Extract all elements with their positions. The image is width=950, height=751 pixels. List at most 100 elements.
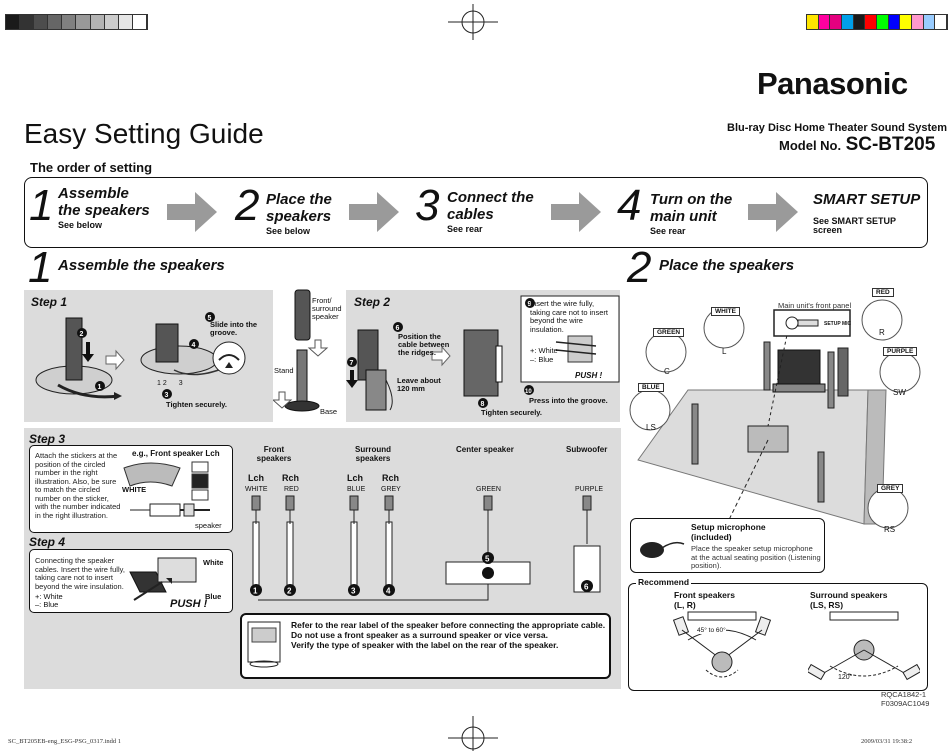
order-heading: The order of setting	[30, 160, 153, 175]
svg-text:1: 1	[253, 587, 258, 596]
color-swatch-4	[853, 15, 866, 29]
center-speaker-heading: Center speaker	[456, 445, 514, 454]
order-step-smart-setup-title: SMART SETUP	[813, 191, 921, 208]
registration-mark-bottom	[448, 716, 498, 751]
color-label-grey: GREY	[381, 486, 401, 493]
color-label-green: GREEN	[476, 486, 501, 493]
step2-push-text: PUSH !	[575, 371, 603, 380]
room-layout-illustration	[629, 299, 921, 531]
svg-text:9: 9	[528, 301, 532, 308]
room-tag-blue-ch: LS	[646, 423, 656, 432]
svg-text:10: 10	[525, 389, 532, 395]
grayscale-bar	[5, 14, 148, 30]
room-tag-grey: GREY	[877, 484, 904, 493]
microphone-icon	[640, 541, 685, 558]
room-tag-purple-ch: SW	[893, 388, 906, 397]
svg-text:3: 3	[351, 587, 356, 596]
order-step-smart-setup-sub2: screen	[813, 225, 843, 235]
color-bar	[806, 14, 948, 30]
step2-insert-text: Insert the wire fully, taking care not t…	[530, 299, 608, 334]
gray-swatch-7	[104, 15, 119, 29]
step2-position-text: Position the cable between the ridges.	[398, 332, 450, 357]
document-code-2: F0309AC1049	[881, 699, 930, 708]
stand-label: Stand	[274, 366, 294, 375]
step1-tighten-text: Tighten securely.	[166, 400, 227, 409]
order-step-4-title-line2: main unit	[650, 208, 717, 225]
color-swatch-9	[912, 15, 924, 29]
step4-terminal-illustration	[129, 557, 197, 601]
surround-rch: Rch	[382, 473, 400, 483]
step4-box	[29, 549, 233, 613]
color-swatch-0	[807, 15, 819, 29]
step2-plus-text: +: White	[530, 346, 558, 355]
step4-blue-label: Blue	[205, 592, 222, 601]
step4-plus-text: +: White	[35, 592, 63, 601]
step2-label: Step 2	[354, 295, 391, 309]
front-lch: Lch	[248, 473, 265, 483]
room-tag-red-ch: R	[879, 328, 885, 337]
order-step-2-number: 2	[235, 181, 260, 230]
order-step-2-title-line2: speakers	[266, 208, 332, 225]
color-swatch-11	[935, 15, 948, 29]
gray-swatch-0	[6, 15, 21, 29]
front-speakers-heading: Front speakers	[256, 445, 292, 463]
order-step-1-number: 1	[29, 181, 54, 230]
order-step-1-title-line1: Assemble	[58, 185, 129, 202]
section-1-number: 1	[28, 243, 53, 292]
recommend-surround-ch: (LS, RS)	[810, 600, 844, 610]
step3-speaker-label: speaker	[195, 521, 222, 530]
color-swatch-10	[923, 15, 936, 29]
model-number: Model No. SC-BT205	[779, 134, 935, 156]
step4-label: Step 4	[29, 535, 66, 549]
step1-small-numbers: 1 2 3	[157, 380, 183, 387]
color-swatch-1	[818, 15, 831, 29]
order-step-1-sub: See below	[58, 220, 103, 230]
recommend-front-ch: (L, R)	[674, 600, 696, 610]
recommend-front-diagram	[672, 611, 772, 678]
svg-text:3: 3	[165, 392, 169, 399]
step1-num-3: 3	[178, 380, 183, 387]
step4-text: Connecting the speaker cables. Insert th…	[35, 556, 125, 591]
surround-speakers-heading: Surround speakers	[355, 445, 391, 463]
svg-text:5: 5	[485, 555, 490, 564]
note-line-2: Do not use a front speaker as a surround…	[291, 630, 548, 640]
order-step-3-number: 3	[415, 181, 440, 230]
speaker-columns-illustration: 1 2 3 4 5 6	[250, 495, 601, 601]
step1-num-1: 1	[157, 380, 161, 387]
color-swatch-3	[842, 15, 854, 29]
gray-swatch-6	[90, 15, 105, 29]
step3-text: Attach the stickers at the position of t…	[35, 451, 121, 520]
order-step-4-number: 4	[617, 181, 642, 230]
step4-white-label: White	[203, 558, 224, 567]
main-panel-label: Main unit's front panel	[778, 301, 852, 310]
note-line-3: Verify the type of speaker with the labe…	[291, 640, 559, 650]
gray-swatch-5	[76, 15, 91, 29]
svg-text:1: 1	[98, 384, 102, 391]
base-label: Base	[320, 407, 338, 416]
recommend-front-title: Front speakers	[674, 590, 735, 600]
gray-swatch-2	[34, 15, 49, 29]
step3-white-label: WHITE	[122, 485, 147, 494]
step2-press-text: Press into the groove.	[529, 396, 608, 405]
note-box	[240, 613, 611, 679]
registration-mark-top	[448, 4, 498, 40]
footer-file: SC_BT205EB-eng_ESG-PSG_0317.indd 1	[8, 738, 122, 745]
order-step-3-sub: See rear	[447, 224, 483, 234]
step2-illustration: 6 7 8 9 10	[346, 295, 620, 411]
room-tag-green-ch: C	[664, 367, 670, 376]
color-swatch-8	[900, 15, 913, 29]
room-tag-red: RED	[872, 288, 894, 297]
recommend-surround-diagram	[808, 611, 920, 681]
color-swatch-7	[888, 15, 901, 29]
room-tag-white-ch: L	[722, 347, 727, 356]
color-label-white: WHITE	[245, 486, 268, 493]
subwoofer-heading: Subwoofer	[566, 445, 608, 454]
setup-mic-label: SETUP MIC	[824, 321, 852, 327]
gray-swatch-3	[48, 15, 63, 29]
document-code-1: RQCA1842-1	[881, 690, 927, 699]
step3-box	[29, 445, 233, 533]
order-step-2-title-line1: Place the	[266, 191, 332, 208]
setup-mic-box	[630, 518, 825, 573]
model-value: SC-BT205	[845, 134, 936, 155]
speaker-stand-illustration	[273, 289, 329, 412]
